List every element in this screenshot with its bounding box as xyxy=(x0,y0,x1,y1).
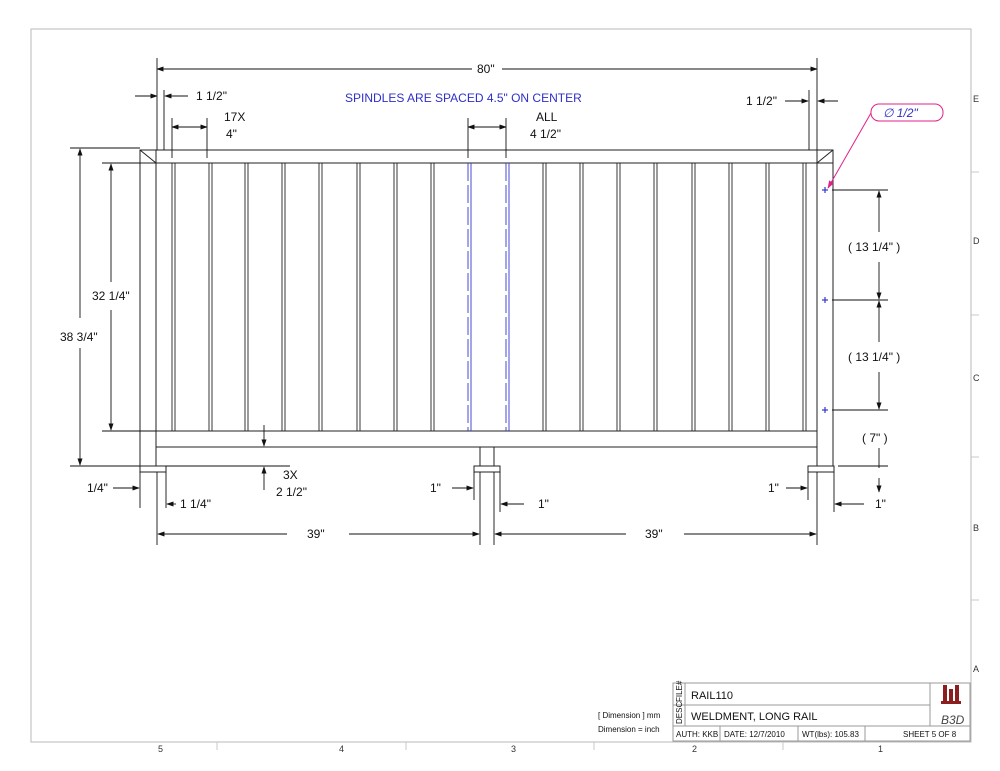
desc-tag: DESC xyxy=(675,702,684,724)
zone-ticks xyxy=(216,171,979,750)
spindle xyxy=(616,163,621,431)
zone-col-2: 2 xyxy=(692,744,697,754)
dim-overall-width: 80" xyxy=(477,62,495,76)
b3d-logo: B3D xyxy=(941,685,965,727)
dim-foot-count: 3X xyxy=(283,468,298,482)
spindle xyxy=(281,163,286,431)
logo-text: B3D xyxy=(941,713,965,727)
spindle xyxy=(542,163,547,431)
rail-frame xyxy=(139,149,835,473)
spindle-group xyxy=(171,163,807,431)
spindle xyxy=(208,163,213,431)
sheet-number: SHEET 5 OF 8 xyxy=(903,730,957,739)
dim-bottom-hole-offset: ( 7" ) xyxy=(862,431,888,445)
weight: WT(lbs): 105.83 xyxy=(802,730,859,739)
dim-right-span: 39" xyxy=(645,527,663,541)
dim-lower-hole-spacing: ( 13 1/4" ) xyxy=(848,350,900,364)
zone-col-5: 5 xyxy=(158,744,163,754)
hole-callout: ∅ 1/2" xyxy=(827,103,944,189)
dim-overall-height: 38 3/4" xyxy=(60,330,98,344)
part-description: WELDMENT, LONG RAIL xyxy=(691,711,818,723)
dim-center-foot-right: 1" xyxy=(538,497,549,511)
spindle xyxy=(171,163,176,431)
spindle-spacing-note: SPINDLES ARE SPACED 4.5" ON CENTER xyxy=(345,91,582,105)
spindle xyxy=(691,163,696,431)
dim-all-value: 4 1/2" xyxy=(530,127,561,141)
dim-left-foot-width: 1 1/4" xyxy=(180,497,211,511)
spindle xyxy=(244,163,249,431)
units-note-mm: [ Dimension ] mm xyxy=(598,711,661,720)
zone-row-d: D xyxy=(973,236,980,246)
spindle xyxy=(318,163,323,431)
dim-right-foot-left: 1" xyxy=(768,481,779,495)
spindle xyxy=(467,163,472,431)
spindle xyxy=(765,163,770,431)
zone-row-c: C xyxy=(973,373,980,383)
spindle xyxy=(653,163,658,431)
author: AUTH: KKB xyxy=(676,730,718,739)
dim-right-foot-right: 1" xyxy=(875,497,886,511)
dim-foot-height: 2 1/2" xyxy=(276,485,307,499)
zone-row-e: E xyxy=(973,94,979,104)
spindle xyxy=(505,163,510,431)
dim-left-end-gap: 1 1/2" xyxy=(196,89,227,103)
mount-holes xyxy=(822,187,828,413)
zone-row-a: A xyxy=(973,664,979,674)
dim-left-span: 39" xyxy=(307,527,325,541)
spindle xyxy=(579,163,584,431)
zone-row-b: B xyxy=(973,523,979,533)
title-block xyxy=(672,682,971,742)
file-tag: FILE# xyxy=(675,680,684,702)
zone-col-4: 4 xyxy=(339,744,344,754)
zone-col-1: 1 xyxy=(878,744,883,754)
dim-spindle-spacing: 4" xyxy=(226,127,237,141)
spindle xyxy=(728,163,733,431)
dim-right-end-gap: 1 1/2" xyxy=(746,94,777,108)
spindle xyxy=(356,163,361,431)
zone-col-3: 3 xyxy=(511,744,516,754)
file-name: RAIL110 xyxy=(691,690,733,702)
dim-hole-diameter: ∅ 1/2" xyxy=(883,106,918,120)
dim-upper-hole-spacing: ( 13 1/4" ) xyxy=(848,240,900,254)
dim-all-label: ALL xyxy=(536,110,558,124)
date: DATE: 12/7/2010 xyxy=(724,730,785,739)
dim-left-foot-thickness: 1/4" xyxy=(87,481,108,495)
dim-center-foot-left: 1" xyxy=(430,481,441,495)
dim-inner-height: 32 1/4" xyxy=(92,289,130,303)
dim-spindle-count: 17X xyxy=(224,110,245,124)
dimension-lines xyxy=(70,58,888,545)
units-note-inch: Dimension = inch xyxy=(598,725,660,734)
spindle xyxy=(802,163,807,431)
sheet-border xyxy=(30,28,972,743)
spindle xyxy=(393,163,398,431)
spindle xyxy=(430,163,435,431)
